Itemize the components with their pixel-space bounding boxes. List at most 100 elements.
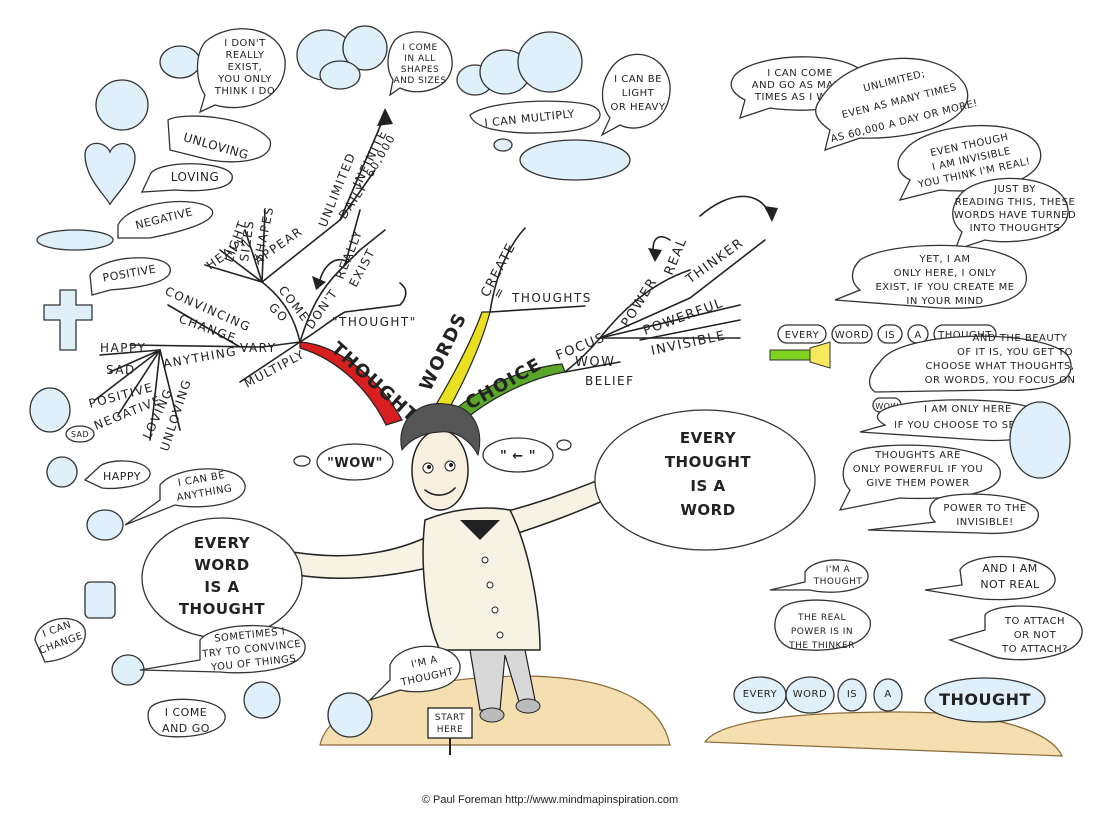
speech-im-a-thought-right: I'M A THOUGHT [769, 559, 869, 593]
speech-yet: YET, I AM ONLY HERE, I ONLY EXIST, IF YO… [834, 244, 1028, 309]
speech-only-here: WOW I AM ONLY HERE IF YOU CHOOSE TO SEE … [859, 397, 1071, 479]
svg-text:READING THIS, THESE: READING THIS, THESE [955, 197, 1076, 208]
svg-text:GIVE THEM POWER: GIVE THEM POWER [866, 478, 969, 489]
left-label-unloving: UNLOVING [95, 79, 271, 163]
svg-text:I COME: I COME [165, 706, 208, 719]
svg-text:A: A [914, 330, 921, 341]
ground-patch-right [703, 711, 1063, 757]
svg-text:ONLY HERE, I ONLY: ONLY HERE, I ONLY [894, 268, 997, 279]
svg-text:IN ALL: IN ALL [404, 54, 435, 64]
svg-text:AND I AM: AND I AM [982, 562, 1037, 575]
svg-text:SAD: SAD [71, 430, 89, 439]
speech-can-change: I CAN CHANGE [34, 581, 116, 663]
svg-text:POWER TO THE: POWER TO THE [943, 503, 1026, 514]
svg-text:TO ATTACH: TO ATTACH [1004, 616, 1065, 627]
speech-attach: TO ATTACH OR NOT TO ATTACH? [947, 605, 1083, 661]
svg-text:WORD: WORD [680, 501, 735, 519]
svg-text:OR WORDS, YOU FOCUS ON: OR WORDS, YOU FOCUS ON [925, 375, 1076, 386]
svg-text:IS A: IS A [690, 477, 725, 495]
start-here-sign: START HERE [427, 707, 473, 755]
svg-text:IS A: IS A [204, 578, 239, 596]
cloud-every-word-is-a-thought: EVERY WORD IS A THOUGHT [141, 517, 303, 639]
svg-text:YET, I AM: YET, I AM [919, 254, 971, 265]
left-label-negative: NEGATIVE [36, 200, 214, 251]
svg-text:YOU ONLY: YOU ONLY [217, 74, 272, 85]
svg-text:IS: IS [847, 689, 857, 700]
branch-thoughts [299, 341, 403, 426]
svg-text:CHOOSE WHAT THOUGHTS,: CHOOSE WHAT THOUGHTS, [925, 361, 1074, 372]
quote-thought-bubble: " ← " [482, 437, 572, 473]
svg-text:HAPPY: HAPPY [103, 470, 141, 483]
speech-power-invisible: POWER TO THE INVISIBLE! [867, 493, 1039, 535]
speech-powerful-if: THOUGHTS ARE ONLY POWERFUL IF YOU GIVE T… [838, 444, 1001, 511]
svg-text:TIMES AS I WISH: TIMES AS I WISH [754, 92, 845, 103]
label-sizes: SIZES [237, 219, 257, 263]
wow-thought-bubble: "WOW" [293, 443, 394, 481]
label-thought-quoted: "THOUGHT" [332, 315, 417, 329]
cloud-every-thought-is-a-word: EVERY THOUGHT IS A WORD [594, 409, 816, 551]
svg-text:A: A [884, 689, 891, 700]
svg-text:WORD: WORD [835, 330, 869, 341]
speech-come-go: I COME AND GO [147, 681, 281, 738]
svg-text:REALLY: REALLY [225, 50, 264, 61]
label-happy: HAPPY [100, 341, 146, 355]
speech-im-a-thought: I'M A THOUGHT [327, 645, 461, 738]
svg-text:IN YOUR MIND: IN YOUR MIND [906, 296, 983, 307]
svg-text:AND GO AS MANY: AND GO AS MANY [752, 80, 849, 91]
svg-text:THOUGHT: THOUGHT [179, 600, 266, 618]
label-vary: VARY [240, 341, 277, 355]
svg-text:THOUGHT: THOUGHT [813, 577, 863, 587]
svg-text:EXIST, IF YOU CREATE ME: EXIST, IF YOU CREATE ME [875, 282, 1014, 293]
svg-text:START: START [435, 713, 465, 723]
label-anything: ANYTHING [162, 344, 238, 371]
svg-text:TO ATTACH?: TO ATTACH? [1001, 644, 1068, 655]
sequence-top: EVERY WORD IS A THOUGHT [777, 324, 997, 344]
svg-text:WORD: WORD [194, 556, 249, 574]
svg-text:SHAPES: SHAPES [401, 65, 439, 75]
svg-text:EVERY: EVERY [194, 534, 251, 552]
speech-not-real: AND I AM NOT REAL [924, 555, 1056, 601]
svg-text:I'M A: I'M A [410, 654, 439, 670]
svg-text:IF YOU CHOOSE TO SEE ME: IF YOU CHOOSE TO SEE ME [894, 420, 1042, 431]
svg-text:EVERY: EVERY [743, 689, 778, 700]
speech-be-anything: I CAN BE ANYTHING [86, 468, 246, 541]
svg-text:THOUGHT: THOUGHT [939, 690, 1031, 709]
svg-text:NOT REAL: NOT REAL [980, 578, 1040, 591]
svg-text:I COME: I COME [402, 43, 437, 53]
svg-text:OR NOT: OR NOT [1014, 630, 1057, 641]
svg-text:IS: IS [885, 330, 895, 341]
speech-just-by: JUST BY READING THIS, THESE WORDS HAVE T… [952, 177, 1076, 252]
svg-text:" ← ": " ← " [500, 449, 536, 464]
svg-text:THE REAL: THE REAL [797, 613, 846, 623]
svg-text:I CAN BE: I CAN BE [614, 74, 662, 85]
left-label-positive: POSITIVE [43, 257, 171, 351]
label-words-thoughts: THOUGHTS [511, 291, 592, 305]
speech-light-heavy: I CAN BE LIGHT OR HEAVY [493, 53, 671, 181]
svg-text:I'M A: I'M A [826, 565, 851, 575]
svg-text:OF IT IS, YOU GET TO: OF IT IS, YOU GET TO [957, 347, 1073, 358]
svg-text:AND GO: AND GO [162, 722, 210, 735]
svg-text:JUST BY: JUST BY [993, 184, 1036, 195]
copyright-credit: © Paul Foreman http://www.mindmapinspira… [421, 794, 679, 806]
svg-text:ONLY POWERFUL IF YOU: ONLY POWERFUL IF YOU [853, 464, 983, 475]
svg-text:WOW: WOW [875, 402, 899, 411]
speech-dont-exist: I DON'T REALLY EXIST, YOU ONLY THINK I D… [159, 28, 286, 114]
left-label-sad: SAD [29, 387, 95, 443]
svg-text:THE THINKER: THE THINKER [788, 641, 855, 651]
speech-multiply: I CAN MULTIPLY [456, 31, 601, 134]
svg-text:AND SIZES: AND SIZES [393, 76, 446, 86]
svg-text:"WOW": "WOW" [327, 456, 383, 471]
svg-text:I AM ONLY HERE: I AM ONLY HERE [924, 404, 1012, 415]
svg-text:LIGHT: LIGHT [622, 88, 655, 99]
svg-text:INVISIBLE!: INVISIBLE! [956, 517, 1013, 528]
speech-convince: SOMETIMES I TRY TO CONVINCE YOU OF THING… [111, 624, 306, 686]
thoughts-subbranches [94, 108, 407, 441]
label-sad: SAD [106, 363, 136, 377]
words-subbranches [489, 227, 586, 313]
speech-real-power: THE REAL POWER IS IN THE THINKER [774, 599, 871, 651]
svg-text:OR HEAVY: OR HEAVY [611, 102, 666, 113]
branch-label-choice: CHOICE [462, 354, 546, 415]
svg-text:AND THE BEAUTY: AND THE BEAUTY [973, 333, 1068, 344]
label-belief: BELIEF [585, 374, 635, 388]
